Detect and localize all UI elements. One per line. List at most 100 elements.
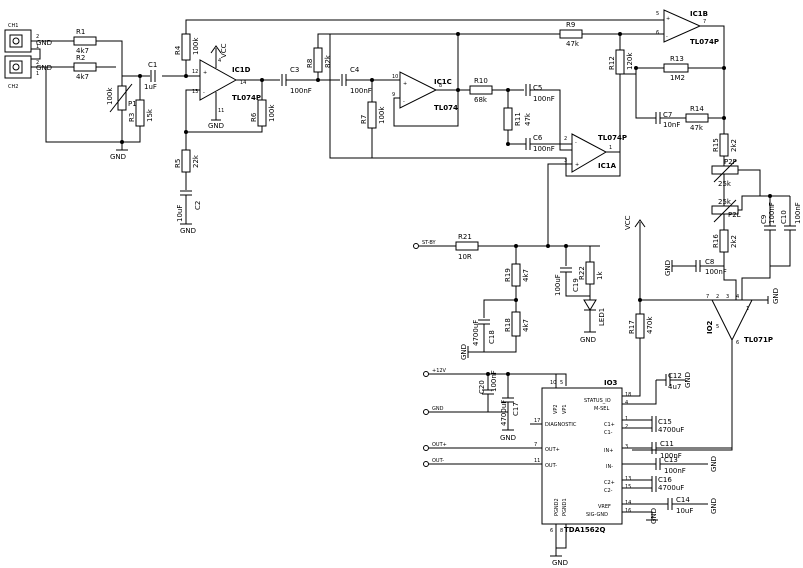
svg-text:1: 1 [36,44,39,50]
svg-text:IC1A: IC1A [598,162,617,170]
svg-text:25k: 25k [718,180,732,188]
svg-text:R1: R1 [76,28,85,36]
svg-text:1: 1 [36,71,39,77]
svg-text:GND: GND [684,372,692,388]
capacitor-c20: C20 100nF [478,370,498,412]
resistor-r4: R4 100k [174,33,200,61]
gnd-terminal: GND [423,406,508,415]
svg-text:TL074P: TL074P [690,38,719,46]
capacitor-c15: C15 4700uF [651,416,684,434]
power-amp-io3: IO3 TDA1562Q VP2 VP1 DIAGNOSTIC STATUS_I… [534,379,631,534]
svg-text:VCC: VCC [624,215,632,230]
potentiometer-p1: 100k P1 [106,83,137,113]
svg-text:CH2: CH2 [8,84,18,90]
svg-text:10R: 10R [458,253,472,261]
svg-text:GND: GND [552,559,568,567]
svg-text:1: 1 [625,416,628,422]
resistor-r8: R8 82k [306,33,580,82]
svg-text:15k: 15k [146,108,154,122]
svg-text:R16: R16 [712,234,720,248]
capacitor-c18: 4700uF C18 GND [460,298,518,360]
svg-text:5: 5 [560,380,563,386]
svg-text:7: 7 [534,442,537,448]
resistor-r17: R17 470k [628,222,654,397]
svg-text:SIG-GND: SIG-GND [586,512,608,518]
opamp-ic1a: TL074P IC1A + - 3 2 1 [564,133,627,173]
resistor-r14: R14 47k [685,105,709,132]
capacitor-c17: 4700uF C17 GND [500,374,520,442]
resistor-r5: R5 22k [174,140,200,190]
svg-text:47k: 47k [566,40,580,48]
svg-text:3: 3 [625,444,628,450]
capacitor-c12: C12 4u7 GND [656,372,692,391]
svg-text:R7: R7 [360,115,368,124]
resistor-r11: R11 47k [503,88,532,144]
svg-text:C8: C8 [705,258,714,266]
svg-text:25k: 25k [718,198,732,206]
svg-text:R10: R10 [474,77,488,85]
opamp-ic1b: IC1B TL074P + - 5 6 7 [656,9,719,46]
capacitor-c13: C13 100nF GND [655,456,718,475]
svg-text:-: - [403,99,405,105]
svg-text:LED1: LED1 [598,308,606,326]
svg-text:5: 5 [656,11,659,17]
capacitor-c8: C8 100nF GND [664,258,727,276]
resistor-r9: R9 47k [559,21,583,48]
svg-text:R8: R8 [306,59,314,68]
svg-text:4700uF: 4700uF [472,320,480,346]
svg-text:10: 10 [392,74,398,80]
svg-text:PGND1: PGND1 [562,498,568,516]
gnd-symbol-input: GND [110,149,128,161]
vcc-arrow-ic1d: VCC [210,43,228,58]
svg-text:C18: C18 [488,330,496,344]
capacitor-c5: C5 100nF [525,84,555,103]
svg-text:100nF: 100nF [350,87,372,95]
svg-text:ST-BY: ST-BY [422,240,437,246]
resistor-r7: R7 100k [360,78,386,158]
svg-text:2: 2 [36,60,39,66]
svg-text:9: 9 [392,92,395,98]
svg-text:C14: C14 [676,496,690,504]
svg-text:GND: GND [208,122,224,130]
svg-text:4700uF: 4700uF [658,484,684,492]
svg-text:10uF: 10uF [676,507,693,515]
svg-text:2k2: 2k2 [730,235,738,248]
io3-wiring: GND [530,374,668,567]
svg-text:6: 6 [656,30,659,36]
svg-text:1k: 1k [596,271,604,280]
svg-text:GND: GND [36,39,52,47]
svg-text:R15: R15 [712,138,720,152]
svg-text:IO3: IO3 [604,379,618,387]
svg-text:-: - [203,90,205,96]
opamp-ic1d: IC1D TL074P + - 12 13 14 4 11 GND [192,48,261,130]
svg-text:TL071P: TL071P [744,336,773,344]
svg-text:100k: 100k [268,104,276,122]
svg-text:IC1D: IC1D [232,66,251,74]
resistor-r6: R6 100k [250,99,276,127]
capacitor-c9: C9 100nF [760,196,776,266]
svg-text:17: 17 [534,418,540,424]
svg-text:TL074P: TL074P [598,134,627,142]
svg-text:13: 13 [192,89,198,95]
svg-text:4700uF: 4700uF [658,426,684,434]
svg-text:IO2: IO2 [706,320,714,334]
svg-text:C4: C4 [350,66,360,74]
svg-text:C1: C1 [148,61,157,69]
potentiometer-p2l: 25k P2L [711,174,790,223]
svg-text:OUT+: OUT+ [545,447,560,453]
svg-text:10: 10 [550,380,556,386]
svg-text:-: - [666,34,668,40]
capacitor-c1: C1 1uF [144,61,157,91]
svg-text:11: 11 [218,108,224,114]
svg-text:M-SEL: M-SEL [594,406,609,412]
svg-text:6: 6 [550,528,553,534]
svg-text:CH1: CH1 [8,23,18,29]
capacitor-c10: C10 100nF [768,194,802,267]
svg-text:R6: R6 [250,112,258,122]
svg-text:OUT-: OUT- [432,458,444,464]
outn-terminal: OUT- [423,458,542,467]
svg-text:14: 14 [625,500,631,506]
svg-text:4: 4 [218,58,221,64]
led-led1: LED1 GND [580,299,606,344]
